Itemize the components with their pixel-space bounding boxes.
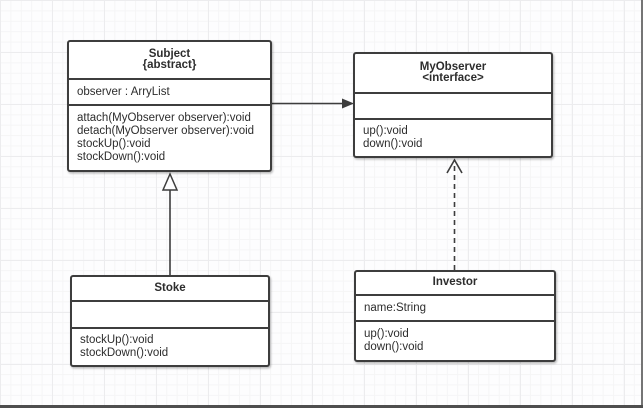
class-box-subject[interactable]: Subject {abstract} observer : ArryList a…: [67, 40, 272, 172]
method-item: stockDown():void: [80, 347, 169, 359]
method-item: up():void: [364, 328, 409, 340]
method-item: stockDown():void: [77, 151, 166, 163]
class-stereotype: {abstract}: [142, 59, 197, 71]
canvas-bottom-edge: [0, 405, 643, 408]
class-stereotype: <interface>: [422, 72, 484, 84]
class-box-myobserver[interactable]: MyObserver <interface> up():void down():…: [353, 52, 553, 158]
attributes-compartment: observer : ArryList: [69, 78, 270, 104]
attributes-compartment: [355, 92, 551, 118]
attributes-compartment: [72, 300, 268, 327]
attribute-item: name:String: [364, 301, 427, 314]
class-box-stoke[interactable]: Stoke stockUp():void stockDown():void: [70, 275, 270, 367]
class-name: Investor: [432, 276, 478, 289]
class-title: Stoke: [72, 277, 268, 300]
association-arrow-subject-to-myobserver[interactable]: [272, 98, 354, 109]
generalization-arrow-stoke-to-subject[interactable]: [161, 172, 179, 275]
method-item: down():void: [364, 341, 424, 353]
method-item: stockUp():void: [77, 138, 151, 150]
class-box-investor[interactable]: Investor name:String up():void down():vo…: [354, 270, 556, 362]
class-title: Subject {abstract}: [69, 42, 270, 78]
method-item: attach(MyObserver observer):void: [77, 112, 251, 124]
methods-compartment: stockUp():void stockDown():void: [72, 327, 268, 365]
class-name: MyObserver: [419, 60, 487, 73]
class-name: Subject: [148, 47, 191, 60]
methods-compartment: up():void down():void: [356, 320, 554, 360]
methods-compartment: attach(MyObserver observer):void detach(…: [69, 104, 270, 170]
method-item: detach(MyObserver observer):void: [77, 125, 255, 137]
canvas-right-edge: [641, 0, 643, 408]
methods-compartment: up():void down():void: [355, 118, 551, 156]
class-title: Investor: [356, 272, 554, 294]
method-item: stockUp():void: [80, 334, 154, 346]
realization-arrow-investor-to-myobserver[interactable]: [446, 158, 463, 270]
method-item: up():void: [363, 125, 408, 137]
attribute-item: observer : ArryList: [77, 85, 170, 98]
class-title: MyObserver <interface>: [355, 54, 551, 92]
method-item: down():void: [363, 138, 423, 150]
attributes-compartment: name:String: [356, 294, 554, 320]
class-name: Stoke: [154, 281, 186, 294]
